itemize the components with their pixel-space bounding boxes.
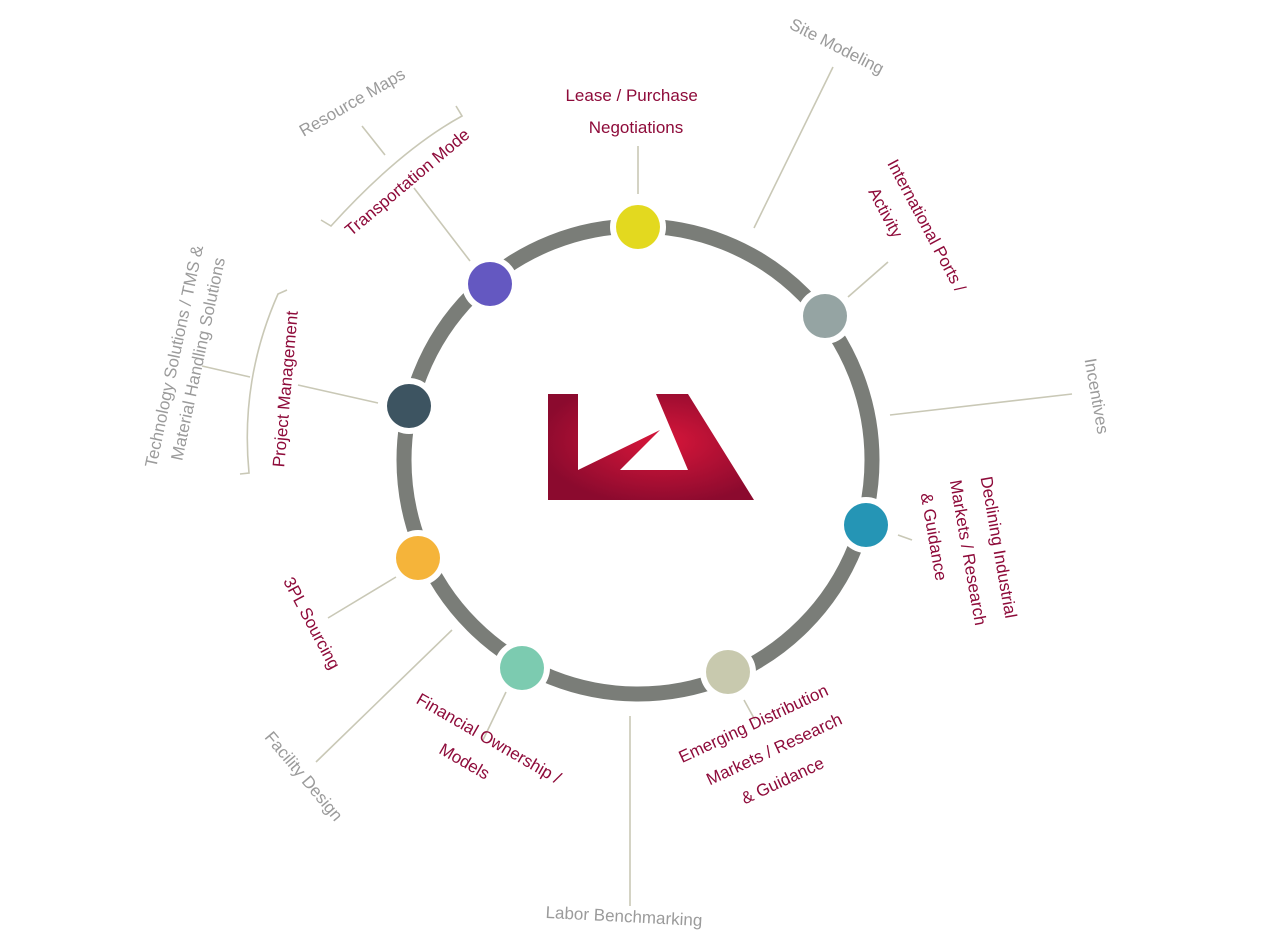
label-lease: Lease / Purchase Negotiations [565, 86, 702, 137]
connector-facility [315, 629, 453, 763]
connector-resource [361, 125, 386, 156]
label-sourcing: 3PL Sourcing [279, 574, 343, 672]
node-emerging [706, 650, 750, 694]
logistics-logo-icon [548, 394, 754, 500]
node-financial [500, 646, 544, 690]
label-ports: International Ports / Activity [857, 156, 972, 313]
connector-financial [482, 691, 507, 741]
node-declining [844, 503, 888, 547]
node-layer [381, 199, 894, 700]
connector-technology [201, 365, 251, 378]
connectors [201, 66, 1073, 906]
node-sourcing [396, 536, 440, 580]
bracket-transport [320, 105, 464, 228]
connector-site [753, 66, 834, 229]
outer-site-modeling: Site Modeling [787, 15, 887, 79]
label-transport: Transportation Mode [341, 125, 473, 240]
outer-resource-maps: Resource Maps [296, 64, 409, 140]
node-transport [468, 262, 512, 306]
label-project: Project Management [269, 310, 302, 468]
label-financial: Financial Ownership / Models [397, 690, 568, 818]
outer-facility-design: Facility Design [261, 728, 347, 825]
connector-ports [847, 261, 889, 298]
connector-project [297, 384, 379, 404]
bracket-project [239, 289, 288, 475]
connector-emerging [743, 699, 756, 721]
outer-technology-solutions: Technology Solutions / TMS & Material Ha… [141, 239, 231, 474]
outer-incentives: Incentives [1081, 357, 1113, 436]
connector-declining [897, 534, 913, 541]
connector-sourcing [327, 576, 397, 619]
label-declining: Declining Industrial Markets / Research … [915, 473, 1021, 637]
outer-labor-benchmarking: Labor Benchmarking [545, 903, 703, 930]
node-project [387, 384, 431, 428]
node-ports [803, 294, 847, 338]
connector-transport [413, 187, 471, 262]
connector-incentives [889, 393, 1073, 416]
node-lease [616, 205, 660, 249]
label-emerging: Emerging Distribution Markets / Research… [676, 679, 863, 825]
